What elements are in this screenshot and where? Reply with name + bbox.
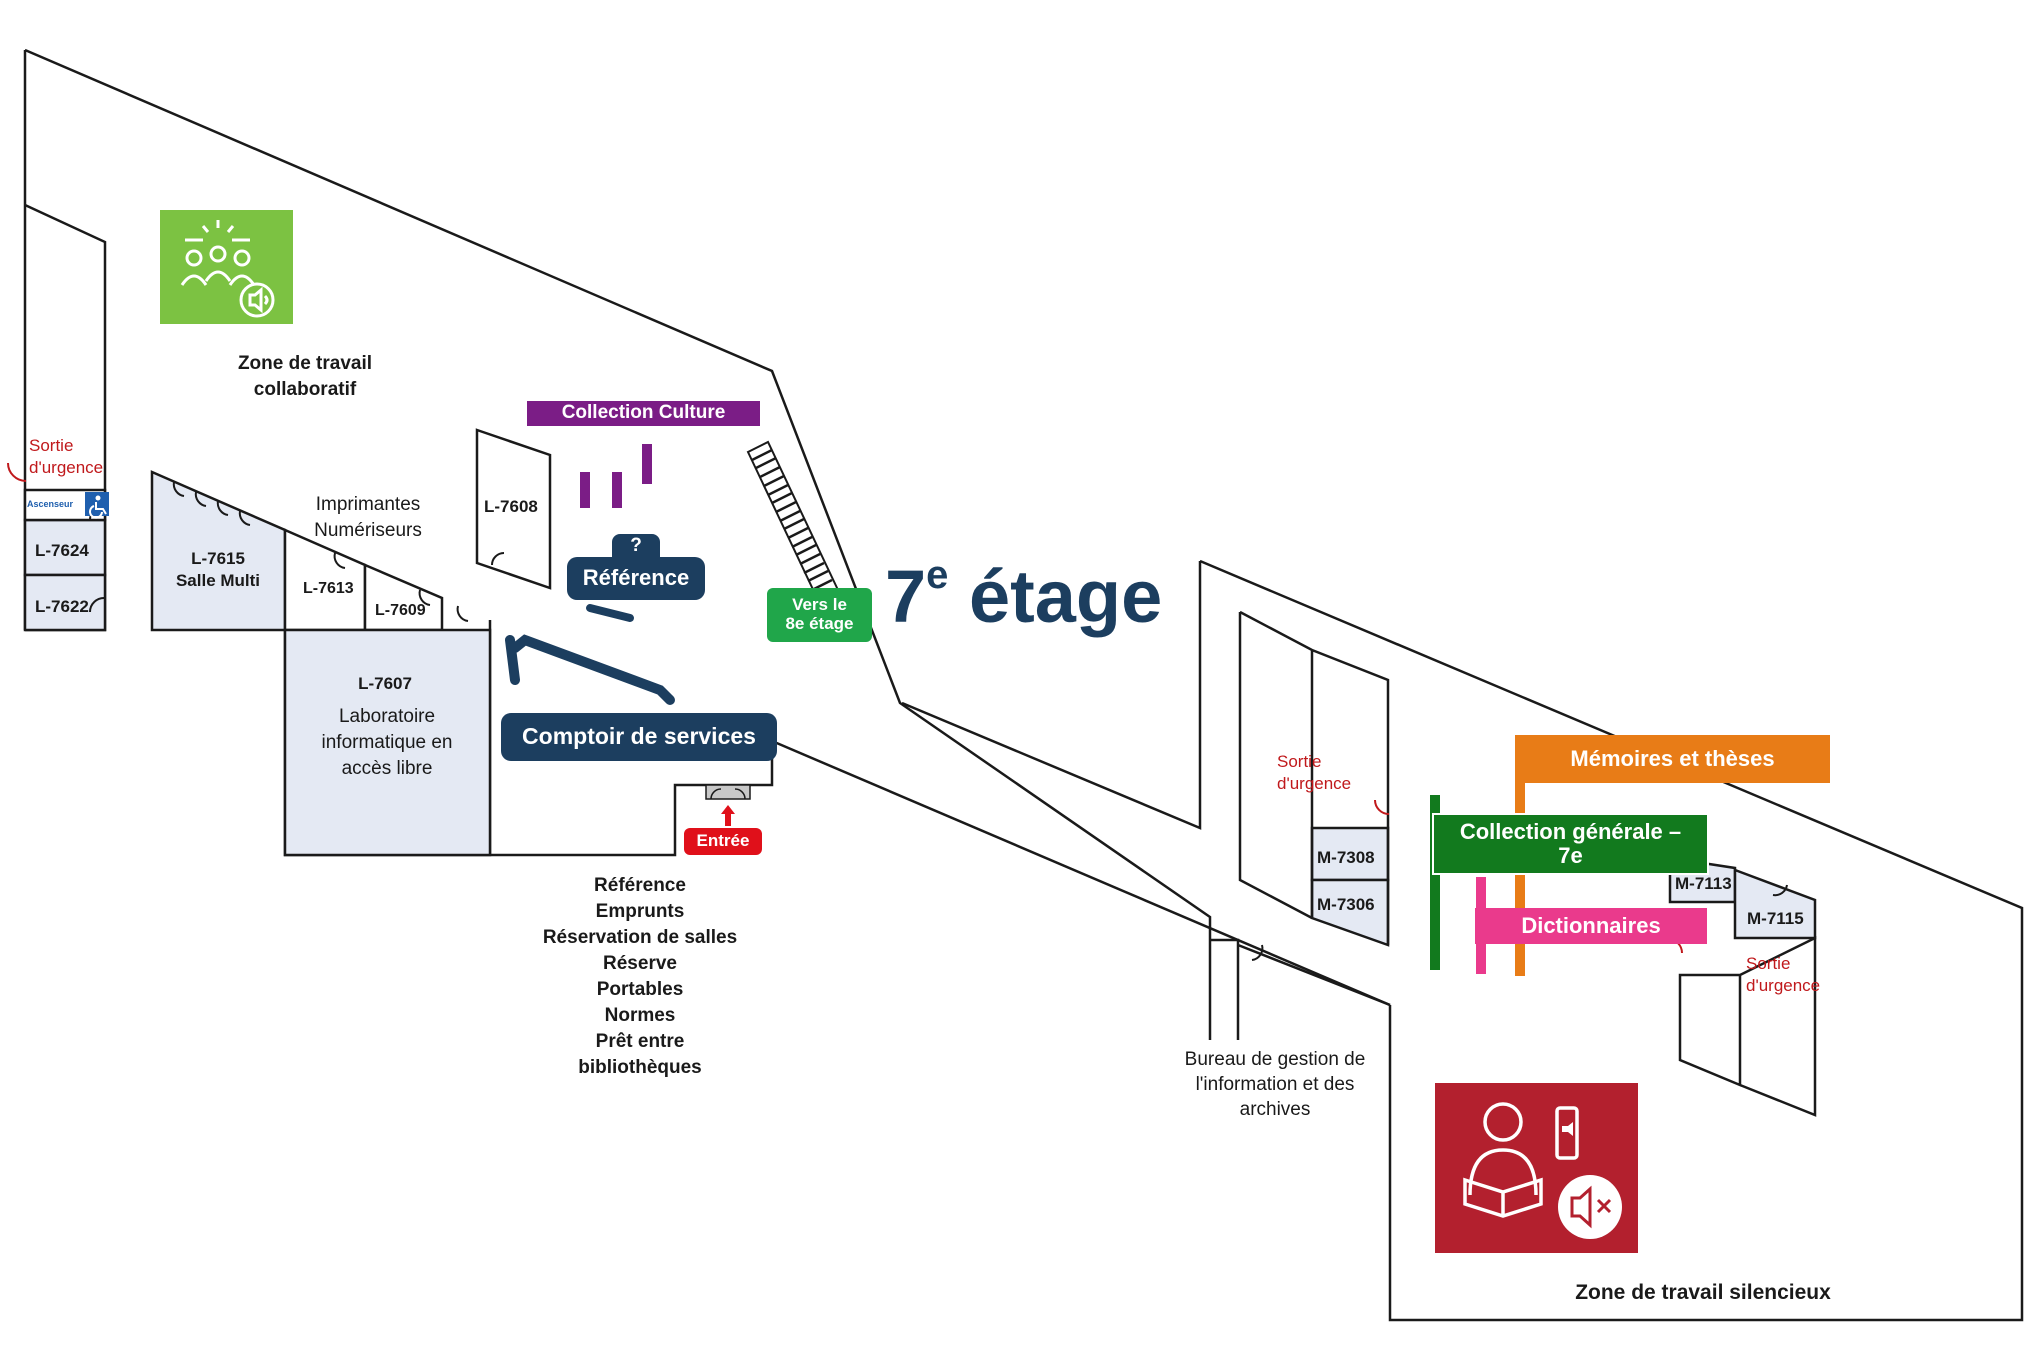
room-l7607: L-7607 [358,674,412,693]
culture-shelves [580,444,652,508]
bureau-label-line3: archives [1239,1099,1311,1120]
comptoir-counter-shape [505,634,675,705]
room-l7607-line1: Laboratoire [338,706,436,727]
sign-reference: Référence [567,557,705,600]
door-arc-l7615-c [216,500,229,516]
door-arc-l7609 [418,589,431,606]
room-l7609: L-7609 [375,602,426,619]
door-arc-l7615-a [172,481,185,497]
service-item: Réserve [603,953,677,974]
sign-collection-generale: Collection générale – 7e [1432,813,1709,875]
service-item: Prêt entre [595,1031,685,1052]
zone-collab-line2: collaboratif [253,379,357,400]
sign-dictionnaires: Dictionnaires [1475,908,1707,944]
collab-icon [160,210,293,324]
elevator-label: Ascenseur [27,499,74,509]
room-l7607-line3: accès libre [341,758,433,779]
sign-vers-line1: Vers le [792,595,847,615]
room-l7609-shape [363,563,444,632]
room-l7622: L-7622 [35,597,89,616]
service-item: Normes [604,1005,676,1026]
bureau-label-line2: l'information et des [1195,1074,1355,1095]
emergency-exit-center-line1: Sortie [1277,752,1322,771]
emergency-exit-center-line2: d'urgence [1277,774,1352,793]
emergency-exit-left-line1: Sortie [29,436,74,455]
corridor-wall-lower [771,739,1391,1007]
sign-collection-culture: Collection Culture [527,401,760,426]
exit-arc-left [7,462,27,482]
service-item: Emprunts [595,901,685,922]
services-list: Référence Emprunts Réservation de salles… [543,873,737,1081]
right-inner-rooms [1678,935,1817,1117]
room-l7608: L-7608 [484,497,538,516]
room-l7607-shape [283,628,492,857]
floor-title-rest: étage [948,555,1163,638]
outer-wall-right-wing [1199,559,2024,1322]
floor-title-number: 7 [885,555,927,638]
numeriseurs-label: Numériseurs [314,520,422,541]
room-l7622-shape [23,573,107,632]
zone-silent-label: Zone de travail silencieux [1575,1281,1831,1304]
sign-vers-8e-etage[interactable]: Vers le 8e étage [767,588,872,642]
reference-desk-tail [586,604,634,622]
imprimantes-label: Imprimantes [315,494,421,515]
exit-arc-center [1374,799,1390,815]
service-item: Réservation de salles [542,927,738,948]
floor-title-sup: e [926,553,949,598]
service-item: bibliothèques [578,1057,702,1078]
sign-memoires-et-theses: Mémoires et thèses [1515,735,1830,783]
entrance-door [705,784,751,826]
room-m7308: M-7308 [1317,848,1375,867]
room-m7306: M-7306 [1317,895,1375,914]
floor-title: 7e étage [885,555,1162,634]
sign-comptoir-de-services: Comptoir de services [501,713,777,761]
emergency-exit-right-line2: d'urgence [1746,976,1821,995]
door-arc-l7608 [491,552,505,566]
room-l7613: L-7613 [303,580,354,597]
room-m7115: M-7115 [1747,909,1804,928]
room-l7615: L-7615 [191,549,245,568]
sign-vers-line2: 8e étage [785,614,854,633]
service-item: Référence [594,875,686,896]
staircase [746,440,840,602]
sign-reference-question: ? [612,534,660,558]
door-arc-l7615-d [238,510,251,526]
emergency-exit-right-line1: Sortie [1746,954,1791,973]
room-l7615-sub: Salle Multi [175,571,261,590]
service-item: Portables [596,979,684,1000]
door-arc-l7613 [333,552,346,569]
door-arc-bureau [1251,944,1264,961]
zone-collab-line1: Zone de travail [237,353,373,374]
wheelchair-icon [85,492,109,519]
room-l7607-line2: informatique en [321,732,453,753]
right-wing-rooms [1210,610,1391,1040]
silent-icon [1435,1083,1638,1253]
emergency-exit-left-line2: d'urgence [29,458,104,477]
room-l7624: L-7624 [35,541,89,560]
sign-entree: Entrée [684,828,762,855]
door-arc-l7622 [88,596,106,613]
room-l7608-shape [475,428,552,590]
door-arc-l7615-b [194,491,207,507]
door-arc-l7609-b [456,605,469,622]
sign-collection-generale-line1: Collection générale – [1459,818,1682,844]
sign-collection-generale-line2: 7e [1558,843,1583,868]
bureau-label-line1: Bureau de gestion de [1184,1049,1366,1070]
door-arc-m7115 [1772,884,1788,897]
room-m7113: M-7113 [1675,874,1732,893]
outer-wall-top-right [901,561,1202,830]
